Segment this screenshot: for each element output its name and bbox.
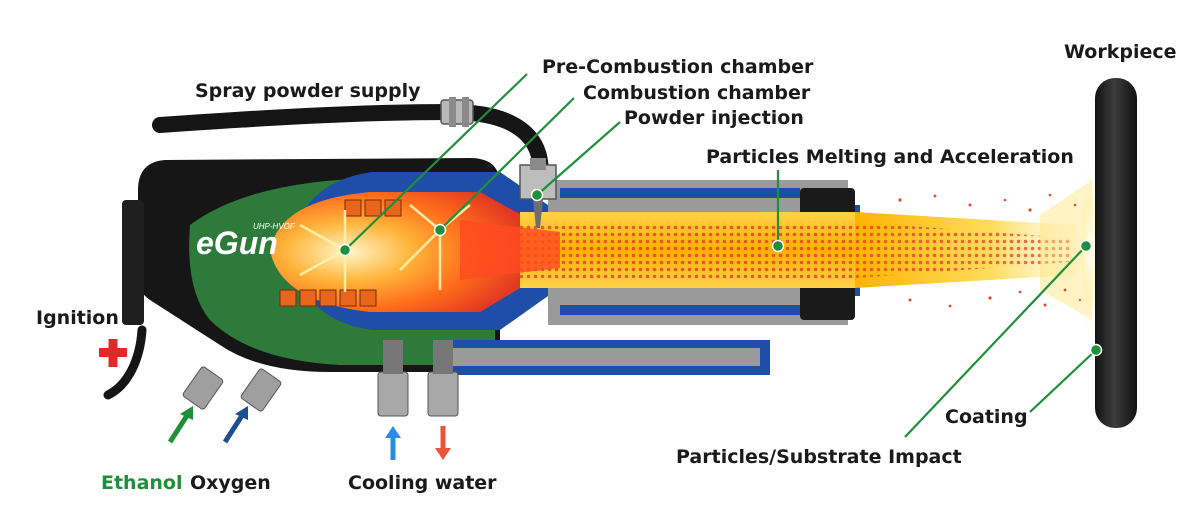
label-coating: Coating — [945, 406, 1028, 428]
label-cooling-water: Cooling water — [348, 472, 497, 494]
hose-coupling — [440, 97, 474, 127]
svg-text:UHP-HVOF: UHP-HVOF — [253, 222, 296, 231]
water-in-fitting — [377, 340, 409, 417]
label-workpiece: Workpiece — [1064, 41, 1177, 63]
water-out-fitting — [427, 340, 459, 417]
label-particles-melting: Particles Melting and Acceleration — [706, 146, 1074, 168]
label-oxygen: Oxygen — [190, 472, 271, 494]
label-ethanol: Ethanol — [101, 472, 183, 494]
flame-burst — [299, 204, 471, 292]
ignition-cable — [103, 325, 147, 400]
ethanol-arrow-icon — [167, 406, 193, 444]
oxygen-fitting — [240, 368, 282, 412]
powder-injector — [519, 158, 557, 228]
svg-text:eGun: eGun — [196, 225, 278, 261]
label-particles-impact: Particles/Substrate Impact — [676, 446, 962, 468]
water-in-arrow-icon — [385, 426, 401, 460]
side-handle — [122, 200, 144, 325]
chamber-grid — [279, 199, 402, 307]
label-combustion-chamber: Combustion chamber — [583, 82, 811, 104]
workpiece-bar — [1095, 78, 1137, 428]
water-out-arrow-icon — [435, 426, 451, 460]
callout-dots — [338, 188, 1103, 357]
powder-hose — [152, 103, 549, 188]
ignition-icon — [99, 339, 127, 367]
label-spray-powder-supply: Spray powder supply — [195, 80, 421, 102]
callout-lines — [344, 73, 1097, 438]
egun-logo: eGun UHP-HVOF — [196, 222, 296, 261]
oxygen-arrow-icon — [222, 406, 248, 444]
label-pre-combustion-chamber: Pre-Combustion chamber — [542, 56, 814, 78]
label-powder-injection: Powder injection — [624, 107, 804, 129]
label-ignition: Ignition — [36, 307, 119, 329]
ethanol-fitting — [182, 366, 224, 410]
